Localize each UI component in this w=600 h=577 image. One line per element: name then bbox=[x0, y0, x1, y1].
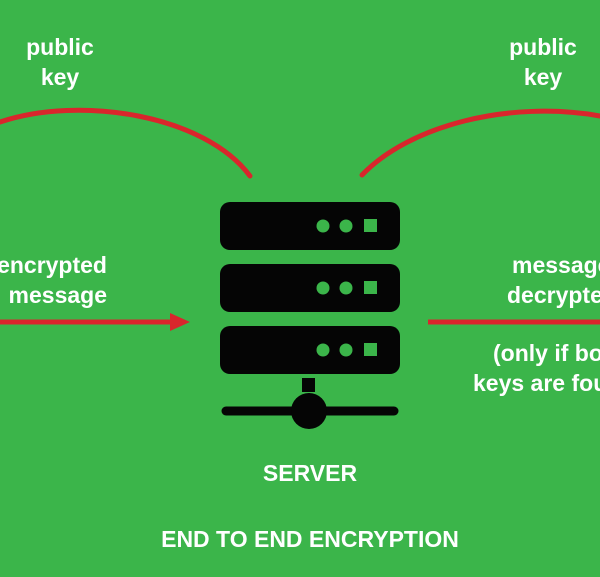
footer-title: END TO END ENCRYPTION bbox=[161, 526, 459, 552]
arrow-in-head bbox=[170, 313, 190, 331]
server-unit-top bbox=[220, 202, 400, 250]
label-line: (only if both bbox=[493, 340, 600, 366]
label-public-key-right: public key bbox=[483, 32, 600, 92]
server-rack-icon bbox=[220, 202, 400, 429]
label-public-key-left: public key bbox=[0, 32, 120, 92]
server-caption: SERVER bbox=[262, 460, 358, 486]
label-line: message bbox=[512, 252, 600, 278]
label-line: message bbox=[8, 282, 107, 308]
server-unit-bottom bbox=[220, 326, 400, 374]
network-node-icon bbox=[221, 378, 399, 429]
arc-left-public-key bbox=[0, 107, 253, 179]
label-encrypted-message: encrypted message bbox=[0, 250, 107, 310]
label-line: public bbox=[26, 34, 94, 60]
label-line: keys are found) bbox=[473, 370, 600, 396]
label-condition-note: (only if both keys are found) bbox=[473, 338, 600, 398]
label-message-decrypted: message decrypted bbox=[507, 250, 600, 310]
label-line: public bbox=[509, 34, 577, 60]
label-line: encrypted bbox=[0, 252, 107, 278]
label-line: key bbox=[523, 64, 563, 90]
arc-right-public-key bbox=[359, 108, 600, 178]
label-line: decrypted bbox=[507, 282, 600, 308]
server-unit-middle bbox=[220, 264, 400, 312]
label-line: key bbox=[40, 64, 80, 90]
